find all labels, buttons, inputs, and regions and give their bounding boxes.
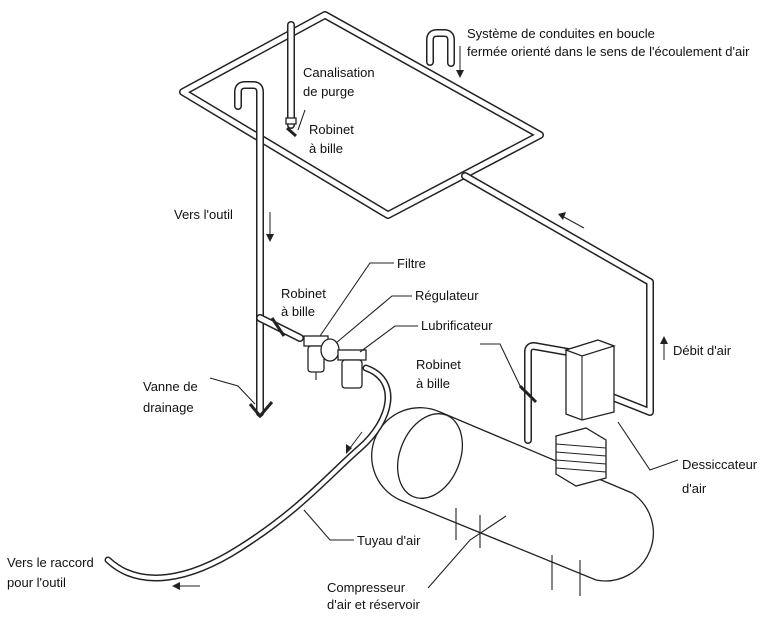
- label-to-tool: Vers l'outil: [174, 207, 233, 222]
- compressor-tank: [371, 407, 654, 596]
- label-filter: Filtre: [397, 256, 426, 271]
- label-dryer-line2: d'air: [682, 481, 707, 496]
- label-ballvalve-tank-line2: à bille: [416, 376, 450, 391]
- purge-ball-valve: [285, 117, 297, 125]
- leader-purge: [297, 109, 306, 131]
- flow-arrow-up-airflow: [660, 336, 668, 360]
- leader-hose: [303, 509, 354, 541]
- label-compressor-line2: d'air et réservoir: [327, 597, 420, 612]
- air-hose: [104, 364, 392, 582]
- label-purge-line1: Canalisation: [303, 65, 375, 80]
- label-fitting-line2: pour l'outil: [7, 575, 66, 590]
- label-hose: Tuyau d'air: [357, 533, 421, 548]
- compressor-unit: [555, 427, 607, 487]
- label-regulator: Régulateur: [415, 288, 479, 303]
- flow-arrow-down-left: [266, 212, 274, 242]
- leader-ballvalve-tank: [480, 343, 523, 391]
- leader-lubricator: [359, 325, 418, 353]
- flow-arrow-hose-mid: [346, 431, 363, 454]
- label-loop-line1: Système de conduites en boucle: [467, 26, 655, 41]
- leader-dryer: [617, 421, 679, 471]
- label-loop-line2: fermée orienté dans le sens de l'écoulem…: [467, 44, 750, 59]
- drain-valve: [248, 401, 274, 419]
- gooseneck-top-right: [426, 29, 455, 67]
- drop-to-tool-pipe: [234, 81, 264, 417]
- label-ballvalve-top-line1: Robinet: [309, 122, 354, 137]
- leader-regulator: [335, 295, 412, 344]
- flow-arrow-loop-return: [558, 212, 585, 229]
- label-ballvalve-frl-line1: Robinet: [281, 286, 326, 301]
- label-airflow: Débit d'air: [673, 343, 732, 358]
- tank-ball-valve: [518, 384, 538, 404]
- flow-arrow-down-top: [456, 46, 464, 78]
- label-lubricator: Lubrificateur: [421, 318, 493, 333]
- tank-to-dryer-pipe: [524, 342, 572, 444]
- return-pipe-dryer-to-loop: [461, 172, 654, 416]
- flow-arrow-hose-end: [172, 582, 200, 590]
- leader-filter: [319, 262, 394, 337]
- label-fitting-line1: Vers le raccord: [7, 555, 94, 570]
- overhead-loop-piping: [179, 11, 544, 219]
- label-ballvalve-top-line2: à bille: [309, 141, 343, 156]
- label-purge-line2: de purge: [303, 84, 354, 99]
- label-compressor-line1: Compresseur: [327, 580, 406, 595]
- label-ballvalve-frl-line2: à bille: [281, 304, 315, 319]
- purge-line-pipe: [286, 21, 297, 138]
- label-drain-line1: Vanne de: [143, 379, 198, 394]
- label-ballvalve-tank-line1: Robinet: [416, 357, 461, 372]
- air-dryer: [563, 339, 617, 421]
- lubricator-unit: [337, 349, 367, 389]
- leader-drain: [209, 377, 256, 405]
- label-drain-line2: drainage: [143, 400, 194, 415]
- leader-compressor: [427, 515, 507, 589]
- label-dryer-line1: Dessiccateur: [682, 457, 758, 472]
- frl-ball-valve: [270, 317, 286, 337]
